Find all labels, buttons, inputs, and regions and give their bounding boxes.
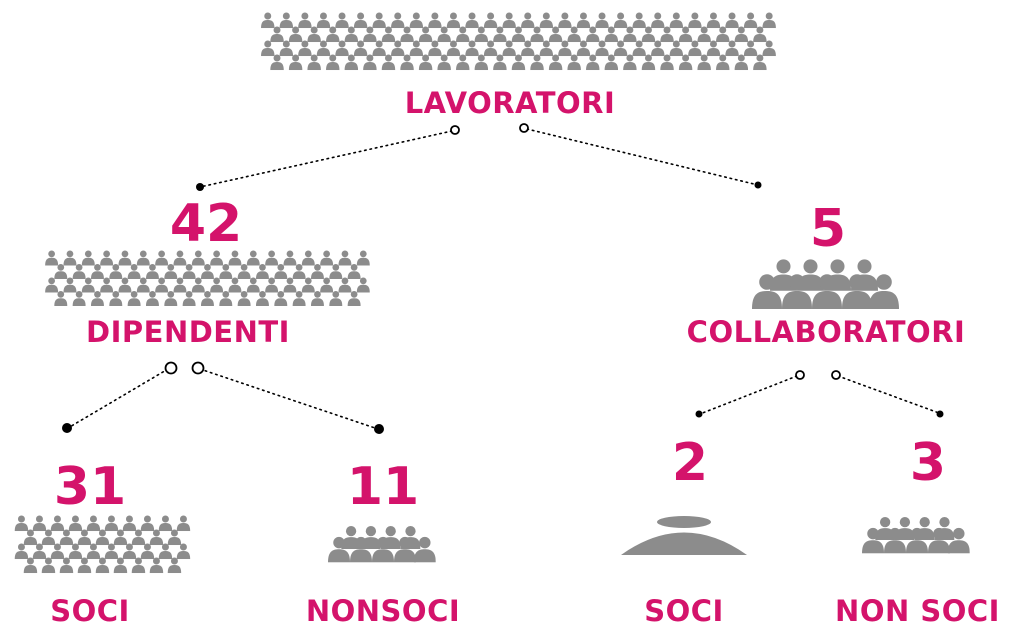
collaboratori-soci-count: 2 [671,433,709,493]
crowd-icon [261,12,776,71]
connector-line [199,130,453,188]
connector-open-dot [191,361,205,375]
connector-line [526,128,759,186]
collaboratori-count: 5 [809,199,847,259]
collaboratori-soci-label: SOCI [644,594,724,628]
dipendenti-count: 42 [169,194,243,254]
root-label: LAVORATORI [404,86,616,120]
dipendenti-label: DIPENDENTI [86,315,290,349]
connector-open-dot [795,370,805,380]
connector-line [199,368,379,430]
connector-end-dot [936,410,944,418]
connector-open-dot [519,123,529,133]
connector-end-dot [695,410,703,418]
connector-open-dot [831,370,841,380]
collaboratori-label: COLLABORATORI [686,315,966,349]
connector-end-dot [374,424,384,434]
connector-line [699,375,798,415]
crowd-icon [14,515,191,574]
dipendenti-soci-label: SOCI [50,594,130,628]
connector-line [67,368,169,429]
dipendenti-non-soci-label: NONSOCI [305,594,461,628]
connector-open-dot [450,125,460,135]
shadow-disc-icon [621,516,747,555]
dipendenti-soci-count: 31 [53,457,127,517]
connector-end-dot [62,423,72,433]
connector-line [837,375,940,414]
people-group-icon [328,526,436,563]
connector-end-dot [754,181,762,189]
people-group-icon [862,517,970,554]
collaboratori-non-soci-count: 3 [909,433,947,493]
connector-end-dot [196,183,204,191]
people-group-icon [752,259,899,309]
crowd-icon [45,250,370,307]
connector-open-dot [164,361,178,375]
dipendenti-non-soci-count: 11 [346,457,420,517]
collaboratori-non-soci-label: NON SOCI [835,594,1000,628]
